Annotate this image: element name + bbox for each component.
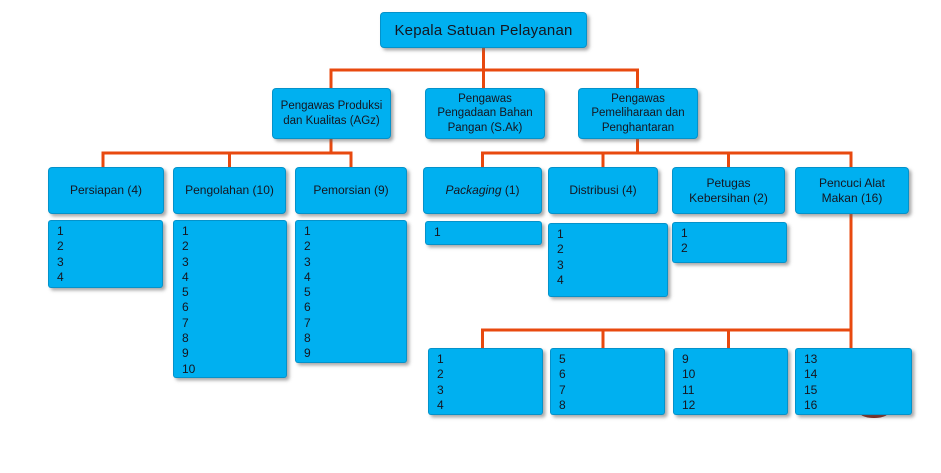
member-number: 3 [182,254,189,269]
member-number: 5 [559,352,566,366]
node-pencuci-alat-makan: Pencuci Alat Makan (16) [795,167,909,214]
member-number: 12 [682,397,696,412]
node-petugas-kebersihan: Petugas Kebersihan (2) [672,167,785,214]
node-label: Persiapan (4) [69,183,143,198]
member-number: 9 [182,346,189,361]
member-number: 3 [557,257,564,272]
node-label-suffix: (1) [501,183,520,198]
member-number: 2 [437,367,444,382]
member-number: 3 [304,254,311,269]
node-label: Packaging (1) [445,183,519,197]
node-label: Distribusi (4) [569,183,637,198]
member-number: 9 [304,346,311,361]
node-pengawas-pengadaan: Pengawas Pengadaan Bahan Pangan (S.Ak) [425,88,545,139]
member-number: 5 [182,285,189,300]
node-pengolahan: Pengolahan (10) [173,167,286,214]
member-number: 11 [682,382,695,397]
member-number: 7 [559,382,566,397]
member-list-packaging: 1 [425,221,542,245]
node-label: Pengawas Pemeliharaan dan Penghantaran [591,93,685,134]
member-number: 9 [682,352,689,366]
member-number: 10 [682,367,696,382]
member-number: 1 [57,224,64,238]
node-kepala-satuan-pelayanan: Kepala Satuan Pelayanan [380,12,587,48]
member-number: 7 [182,315,189,330]
member-number: 2 [557,242,564,257]
node-label: Kepala Satuan Pelayanan [394,21,573,39]
member-number: 1 [304,224,311,238]
member-number: 13 [804,352,818,366]
member-number: 3 [57,254,64,269]
member-number: 10 [182,361,196,376]
node-packaging: Packaging (1) [423,167,542,214]
member-number: 3 [437,382,444,397]
node-pemorsian: Pemorsian (9) [295,167,407,214]
member-number: 6 [304,300,311,315]
member-number: 1 [434,225,441,239]
member-number: 4 [557,272,564,287]
member-number: 4 [304,269,311,284]
node-label: Pencuci Alat Makan (16) [818,176,886,205]
member-number: 16 [804,397,818,412]
node-label: Pengolahan (10) [185,183,274,198]
member-number: 1 [557,227,564,241]
member-number: 5 [304,285,311,300]
node-pengawas-produksi: Pengawas Produksi dan Kualitas (AGz) [272,88,391,139]
member-number: 1 [681,226,688,240]
node-persiapan: Persiapan (4) [48,167,164,214]
member-number: 6 [182,300,189,315]
member-number: 8 [304,331,311,346]
member-number: 4 [57,269,64,284]
member-number: 2 [57,239,64,254]
node-pengawas-pemeliharaan: Pengawas Pemeliharaan dan Penghantaran [578,88,698,139]
member-number: 2 [182,239,189,254]
member-number: 4 [437,397,444,412]
node-label: Petugas Kebersihan (2) [689,176,768,205]
member-number: 8 [559,397,566,412]
node-label: Pengawas Pengadaan Bahan Pangan (S.Ak) [437,93,533,134]
node-label: Pemorsian (9) [313,183,389,198]
member-number: 1 [437,352,444,366]
member-number: 7 [304,315,311,330]
member-number: 1 [182,224,189,238]
member-number: 2 [681,241,688,256]
member-number: 8 [182,331,189,346]
member-number: 14 [804,367,818,382]
member-number: 6 [559,367,566,382]
node-label: Pengawas Produksi dan Kualitas (AGz) [280,100,383,127]
member-number: 2 [304,239,311,254]
member-number: 15 [804,382,818,397]
node-distribusi: Distribusi (4) [548,167,658,214]
member-number: 4 [182,269,189,284]
node-label-italic: Packaging [445,183,502,198]
